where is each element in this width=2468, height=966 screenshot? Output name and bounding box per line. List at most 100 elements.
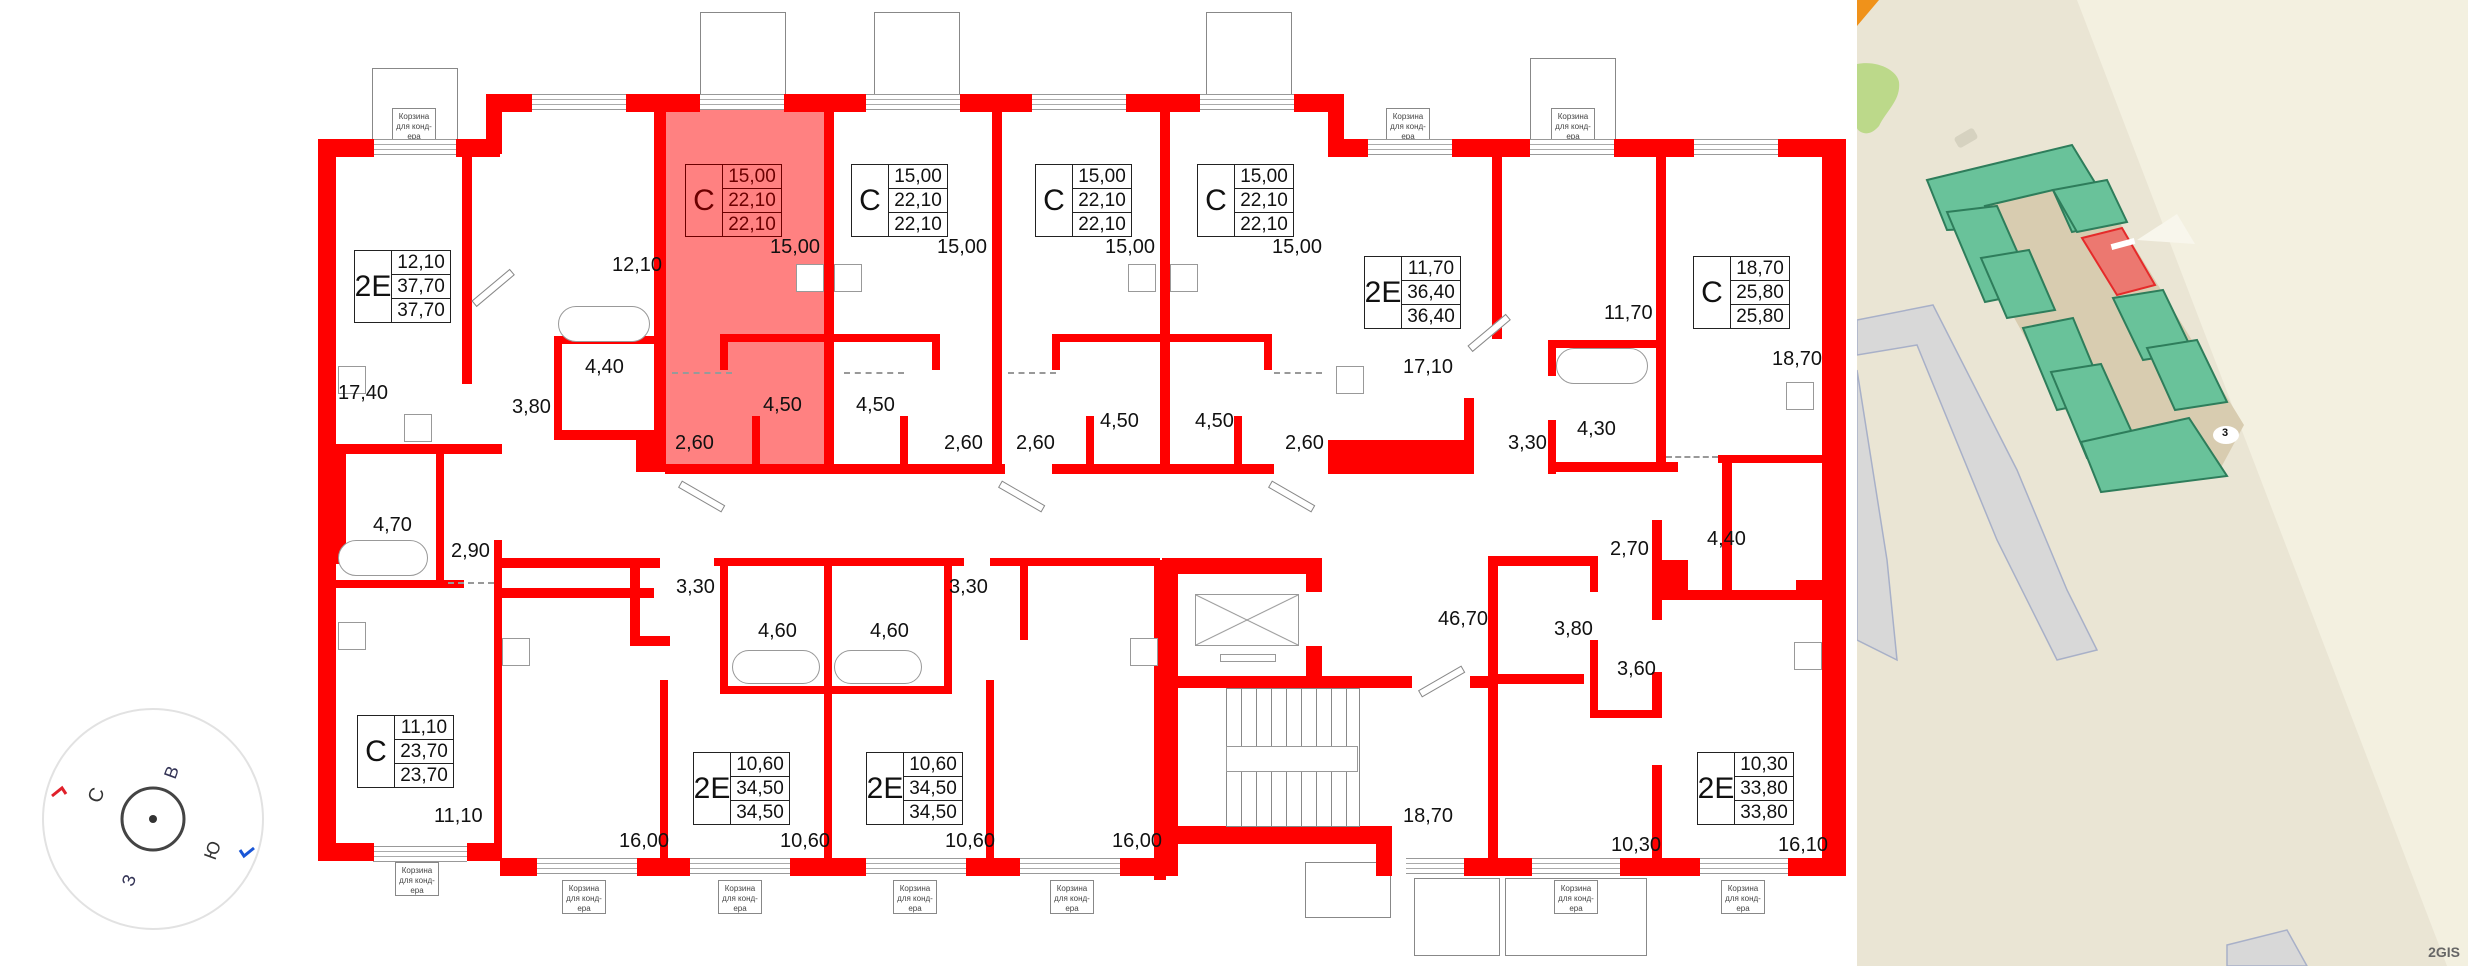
- wall: [654, 108, 666, 472]
- total-area: 34,50: [731, 777, 789, 801]
- room-area-label: 4,30: [1577, 418, 1616, 440]
- room-area-label: 3,30: [1508, 432, 1547, 454]
- wall: [1162, 560, 1178, 876]
- living-area: 18,70: [1731, 257, 1789, 281]
- floor-plan: Корзина для конд-ера Корзина для конд-ер…: [42, 12, 1846, 956]
- room-area-label: 2,60: [1285, 432, 1324, 454]
- room-area-label: 4,50: [1195, 410, 1234, 432]
- total-area-balcony: 22,10: [728, 214, 776, 235]
- wall: [720, 334, 728, 370]
- wall: [1822, 139, 1846, 861]
- stove-icon: [338, 366, 366, 394]
- stove-icon: [1130, 638, 1158, 666]
- entrance-number-badge[interactable]: 3: [2222, 427, 2229, 439]
- wall: [1652, 520, 1662, 620]
- room-area-label: 15,00: [1105, 236, 1156, 258]
- wall: [720, 334, 940, 342]
- stove-icon: [834, 264, 862, 292]
- wall: [900, 416, 908, 472]
- room-area-label: 15,00: [1272, 236, 1323, 258]
- door[interactable]: [1467, 313, 1511, 353]
- wall: [1126, 94, 1200, 112]
- living-area: 10,60: [731, 753, 789, 777]
- stove-icon: [502, 638, 530, 666]
- stove-icon: [1336, 366, 1364, 394]
- wall: [944, 558, 952, 688]
- wall: [1492, 154, 1502, 339]
- apartment-type: 2E: [1365, 257, 1402, 328]
- wall: [554, 430, 664, 440]
- wall: [824, 108, 834, 472]
- ac-basket: Корзина для конд-ера: [1386, 108, 1430, 142]
- balcony: [1206, 12, 1292, 98]
- wall: [1548, 420, 1556, 474]
- ac-basket: Корзина для конд-ера: [718, 880, 762, 914]
- wall: [1328, 139, 1368, 157]
- wall: [986, 680, 994, 866]
- room-boundary: [448, 582, 494, 584]
- wall: [1052, 334, 1272, 342]
- room-area-label: 3,80: [1554, 618, 1593, 640]
- room-area-label: 4,70: [373, 514, 412, 536]
- door[interactable]: [998, 480, 1046, 513]
- wall: [500, 858, 537, 876]
- wall: [1652, 672, 1662, 718]
- room-area-label: 4,60: [758, 620, 797, 642]
- sink-icon: [404, 414, 432, 442]
- wall: [1614, 139, 1694, 157]
- total-area-balcony: 22,10: [894, 214, 942, 235]
- window: [537, 858, 637, 874]
- room-area-label: 10,60: [780, 830, 831, 852]
- stove-icon: [1170, 264, 1198, 292]
- wall: [1590, 640, 1598, 716]
- apartment-type: 2E: [867, 753, 904, 824]
- total-area-balcony: 23,70: [400, 765, 448, 786]
- wall: [1718, 455, 1822, 463]
- apartment-type: 2E: [694, 753, 731, 824]
- wall: [336, 452, 346, 564]
- compass-graphic: [51, 785, 255, 859]
- ac-basket: Корзина для конд-ера: [1554, 880, 1598, 914]
- wall: [1722, 455, 1732, 600]
- wall: [318, 139, 336, 861]
- wall: [990, 558, 1160, 566]
- door[interactable]: [1418, 665, 1466, 698]
- living-area: 10,30: [1735, 753, 1793, 777]
- door[interactable]: [1268, 480, 1316, 513]
- compass[interactable]: С В Ю З: [42, 708, 264, 930]
- bathtub-icon: [834, 650, 922, 684]
- door[interactable]: [678, 480, 726, 513]
- total-area-balcony: 37,70: [397, 300, 445, 321]
- room-area-label: 15,00: [937, 236, 988, 258]
- window: [374, 139, 456, 155]
- location-map[interactable]: 3 2GIS: [1857, 0, 2468, 966]
- room-area-label: 2,90: [451, 540, 490, 562]
- door[interactable]: [471, 268, 515, 308]
- wall: [1376, 826, 1392, 876]
- room-area-label: 3,30: [676, 576, 715, 598]
- room-boundary: [1666, 456, 1718, 458]
- apartment-type: C: [686, 165, 723, 236]
- window: [1532, 858, 1620, 874]
- orange-area: [1857, 0, 1879, 26]
- room-area-label: 2,70: [1610, 538, 1649, 560]
- wall: [467, 843, 501, 861]
- balcony: [1305, 862, 1391, 918]
- stove-icon: [1794, 642, 1822, 670]
- room-boundary: [1274, 372, 1322, 374]
- living-area: 15,00: [1235, 165, 1293, 189]
- wall: [494, 558, 660, 568]
- wall: [318, 843, 374, 861]
- room-area-label: 16,00: [619, 830, 670, 852]
